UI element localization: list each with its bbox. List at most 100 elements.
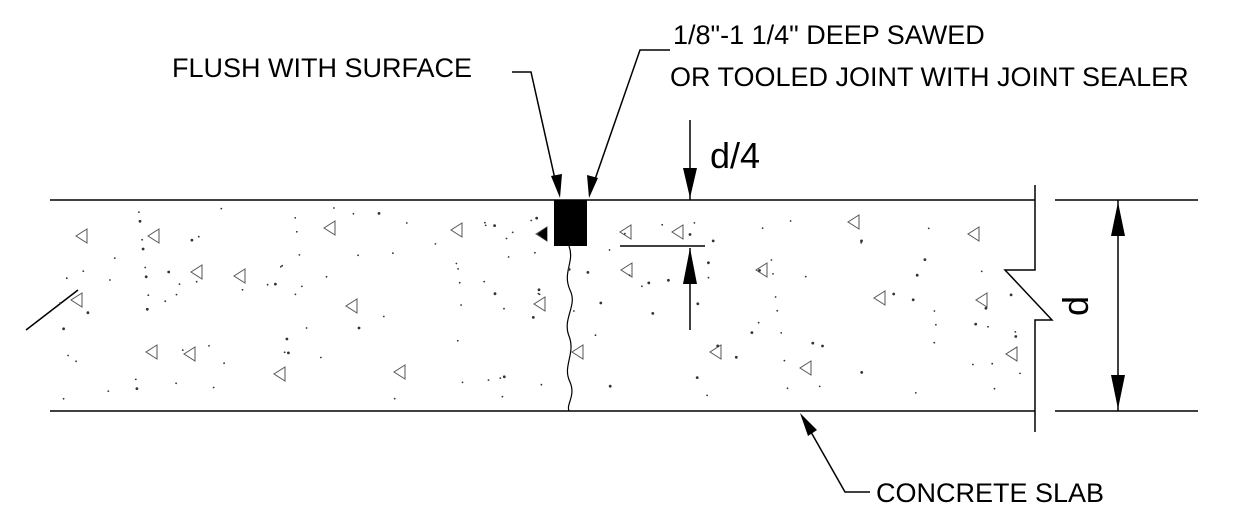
- aggregate-dot: [109, 279, 111, 281]
- aggregate-dot: [294, 293, 297, 296]
- aggregate-dot: [298, 254, 301, 256]
- aggregate-dot: [661, 223, 664, 226]
- aggregate-dot: [599, 301, 603, 305]
- aggregate-dot: [567, 268, 571, 271]
- aggregate-dot: [62, 327, 65, 331]
- aggregate-dot: [434, 243, 437, 245]
- aggregate-dot: [145, 307, 149, 311]
- joint-leader-line: [591, 49, 670, 189]
- aggregate-triangle: [273, 366, 286, 382]
- aggregate-dot: [138, 219, 142, 223]
- aggregate-triangle: [847, 214, 860, 230]
- aggregate-dot: [915, 273, 919, 277]
- aggregate-dot: [460, 304, 462, 306]
- aggregate-triangle: [190, 264, 203, 280]
- aggregate-dot: [144, 275, 148, 279]
- aggregate-dot: [461, 381, 464, 384]
- aggregate-dot: [505, 237, 508, 240]
- aggregate-dot: [493, 224, 496, 228]
- aggregate-dot: [573, 310, 575, 312]
- aggregate-dot: [641, 285, 643, 288]
- aggregate-dot: [667, 278, 670, 282]
- aggregate-dot: [175, 293, 178, 296]
- left-leader-line: [25, 289, 79, 331]
- d-arrow-bottom: [1111, 375, 1125, 409]
- aggregate-dot: [628, 274, 631, 277]
- aggregate-dot: [707, 261, 710, 265]
- aggregate-dot: [197, 235, 200, 238]
- flush-leader-arrow: [551, 174, 562, 198]
- aggregate-triangle: [75, 228, 88, 244]
- aggregate-triangle: [571, 344, 584, 360]
- aggregate-dot: [141, 247, 145, 251]
- aggregate-dot: [190, 238, 194, 242]
- aggregate-dot: [811, 341, 815, 345]
- aggregate-dot: [181, 349, 184, 351]
- aggregate-dot: [914, 392, 917, 394]
- aggregate-dot: [357, 254, 359, 257]
- slab-leader-arrow: [800, 413, 817, 436]
- aggregate-dot: [711, 239, 715, 243]
- aggregate-dot: [86, 311, 90, 315]
- aggregate-dot: [706, 394, 708, 397]
- aggregate-dot: [761, 227, 764, 230]
- aggregate-dot: [993, 387, 996, 390]
- aggregate-dot: [594, 334, 597, 337]
- aggregate-dot: [67, 354, 69, 357]
- aggregate-dot: [456, 339, 459, 342]
- aggregate-dot: [860, 371, 864, 374]
- aggregate-dot: [1019, 372, 1021, 375]
- aggregate-dot: [113, 257, 116, 259]
- aggregate-triangle: [975, 292, 988, 308]
- aggregate-triangle: [671, 224, 684, 240]
- aggregate-dot: [538, 293, 541, 296]
- aggregate-dot: [220, 207, 223, 210]
- aggregate-triangle: [70, 292, 83, 308]
- aggregate-dot: [608, 384, 612, 388]
- aggregate-dot: [537, 288, 541, 292]
- aggregate-dot: [325, 275, 328, 278]
- aggregate-dot: [392, 252, 394, 255]
- aggregate-dot: [892, 292, 896, 296]
- flush-leader-line: [512, 71, 558, 189]
- aggregate-dot: [707, 276, 710, 279]
- aggregate-dot: [696, 302, 700, 306]
- aggregate-dot: [693, 222, 696, 224]
- aggregate-dot: [295, 230, 298, 233]
- aggregate-dot: [487, 379, 490, 381]
- aggregate-dot: [483, 280, 486, 283]
- flush-label: FLUSH WITH SURFACE: [172, 53, 472, 83]
- aggregate-dot: [927, 227, 930, 230]
- joint-label-line2: OR TOOLED JOINT WITH JOINT SEALER: [670, 62, 1189, 92]
- d4-arrow-down: [683, 168, 697, 198]
- aggregate-dot: [320, 356, 322, 359]
- aggregate-triangle: [147, 228, 160, 244]
- aggregate-dot: [499, 377, 502, 379]
- aggregate-dot: [933, 341, 936, 344]
- aggregate-triangle: [620, 262, 633, 278]
- aggregate-dot: [279, 265, 282, 268]
- aggregate-dot: [75, 360, 77, 363]
- aggregate-dot: [493, 292, 497, 296]
- aggregate-dot: [266, 283, 269, 286]
- aggregate-dot: [164, 300, 167, 303]
- aggregate-dot: [144, 266, 147, 269]
- aggregate-dot: [757, 321, 760, 324]
- aggregate-triangle: [799, 360, 812, 376]
- aggregate-triangle: [967, 226, 980, 242]
- aggregate-dot: [980, 270, 983, 273]
- aggregate-dot: [860, 239, 863, 243]
- aggregate-dot: [305, 327, 308, 329]
- aggregate-dot: [770, 259, 773, 261]
- aggregate-dot: [283, 351, 286, 354]
- d-label: d: [1055, 296, 1096, 316]
- aggregate-dot: [59, 302, 61, 304]
- aggregate-dot: [285, 337, 289, 341]
- aggregate-dot: [923, 258, 927, 261]
- aggregate-dot: [624, 232, 626, 235]
- aggregate-dot: [972, 363, 974, 366]
- joint-label-line1: 1/8"-1 1/4" DEEP SAWED: [673, 20, 985, 50]
- aggregate-dot: [821, 344, 824, 348]
- joint-leader-arrow: [587, 175, 598, 198]
